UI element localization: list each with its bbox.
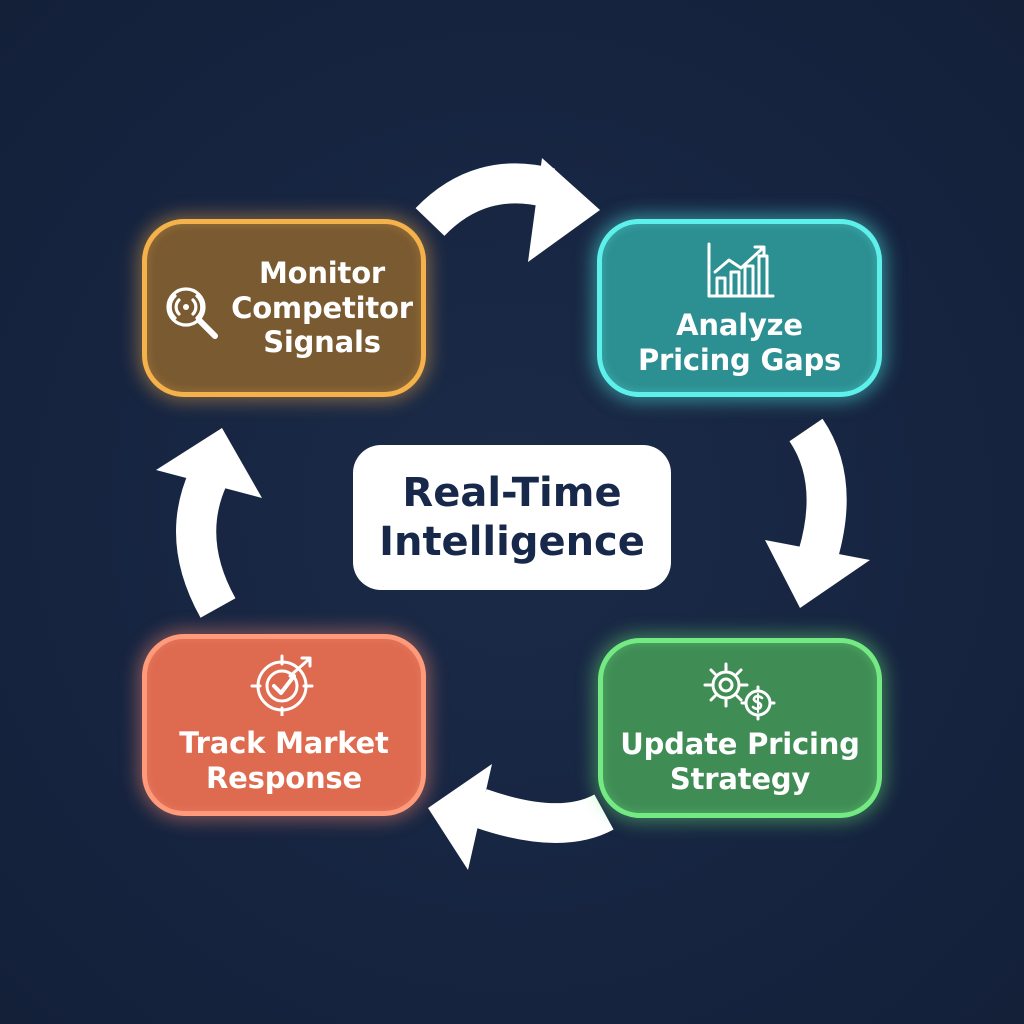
monitor-label-line3: Signals — [263, 325, 381, 360]
magnifier-signal-icon — [159, 280, 225, 346]
monitor-label-line2: Competitor — [231, 290, 413, 325]
step-update-pricing-strategy: Update Pricing Strategy — [598, 638, 882, 818]
center-hub: Real-Time Intelligence — [353, 445, 671, 590]
gears-dollar-icon — [698, 659, 782, 723]
track-label-line1: Track Market — [179, 726, 389, 761]
arrow-update-to-track — [428, 764, 614, 870]
monitor-step-label: Monitor Competitor Signals — [231, 256, 413, 360]
monitor-label-line1: Monitor — [258, 255, 386, 290]
track-label-line2: Response — [206, 761, 362, 795]
arrow-track-to-monitor — [156, 428, 262, 618]
target-check-icon — [250, 654, 318, 717]
update-label-line2: Strategy — [669, 762, 811, 796]
arrow-analyze-to-update — [765, 418, 870, 608]
step-track-market-response: Track Market Response — [142, 634, 426, 816]
center-title-line2: Intelligence — [379, 518, 645, 565]
step-monitor-competitor-signals: Monitor Competitor Signals — [142, 219, 426, 397]
center-title-line1: Real-Time — [402, 469, 622, 516]
analyze-label-line1: Analyze — [676, 308, 803, 343]
bar-chart-trend-icon — [705, 242, 775, 300]
arrow-monitor-to-analyze — [415, 158, 600, 262]
update-label-line1: Update Pricing — [620, 727, 860, 762]
step-analyze-pricing-gaps: Analyze Pricing Gaps — [597, 219, 882, 397]
analyze-label-line2: Pricing Gaps — [637, 343, 842, 377]
